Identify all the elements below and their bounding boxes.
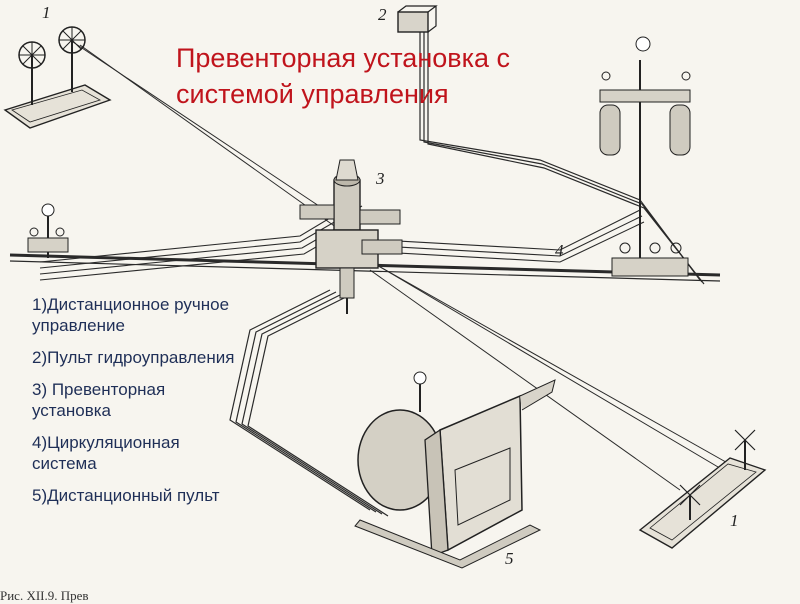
control-rods [69,39,741,491]
legend-item-2: 2)Пульт гидроуправления [32,348,235,367]
legend-item-1: 1)Дистанционное ручное управление [32,295,230,335]
manual-control-left [3,26,112,129]
hydraulic-lines-top-right [419,30,705,285]
figure-caption: Рис. XII.9. Прев [0,588,89,603]
legend-item-4: 4)Циркуляционная система [32,433,180,473]
legend-item-5: 5)Дистанционный пульт [32,486,220,505]
preventer-stack [299,159,403,314]
callout-1-left: 1 [42,3,51,22]
legend-list: 1)Дистанционное ручное управление 2)Пуль… [32,294,242,517]
hydraulic-control-box [397,5,438,33]
manual-control-right [638,429,767,549]
callout-5: 5 [505,549,514,568]
slide-title-line-1: Превенторная установка с [176,43,511,73]
valve-assembly-left [27,203,69,258]
slide-title: Превенторная установка с системой управл… [176,40,596,112]
slide-title-line-2: системой управления [176,79,449,109]
pipe-bundle-to-console [229,289,389,517]
legend-item-3: 3) Превенторная установка [32,380,166,420]
callout-3: 3 [375,169,385,188]
callout-4: 4 [555,241,564,260]
accumulator-manifold [599,36,691,270]
pipe-bundle-right [379,209,645,263]
remote-control-console [354,371,556,569]
callout-2: 2 [378,5,387,24]
callout-1-right: 1 [730,511,739,530]
callout-numbers: 1 2 3 4 5 1 [42,3,739,568]
valve-cluster-right [611,242,689,277]
